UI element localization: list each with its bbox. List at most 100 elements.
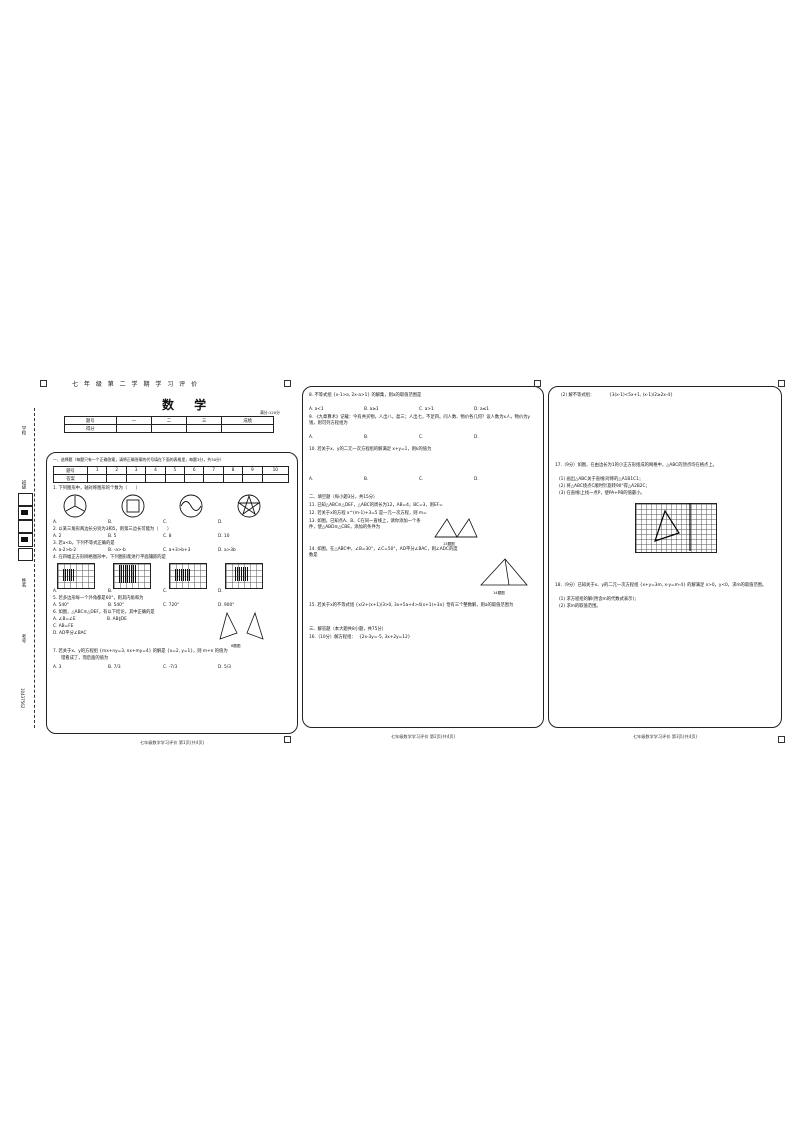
q6-option-c[interactable]: C. AB=FE xyxy=(53,624,74,629)
q4-shade-c xyxy=(175,569,191,581)
q4-shade-a xyxy=(63,569,75,581)
q4-option-b[interactable]: B. xyxy=(108,589,113,594)
q14-text: 14. 如图，在△ABC中，∠B=30°，∠C=50°，AD平分∠BAC，则∠A… xyxy=(309,547,458,558)
q3-text: 3. 若a<b，下列不等式正确的是 xyxy=(53,541,115,546)
q16-part2-text: (2) 解不等式组： xyxy=(561,393,595,398)
q7-options: A. 3 B. 7/3 C. -7/3 D. 5/3 xyxy=(53,665,273,670)
q4-option-c[interactable]: C. xyxy=(163,589,168,594)
corner-mark xyxy=(778,736,785,743)
q17-sub3: (3) 在直线l上找一点P，使PA+PB的值最小。 xyxy=(559,491,645,496)
q5-option-b[interactable]: B. 540° xyxy=(108,603,125,608)
q17-text: 17.（9分）如图，在由边长为1的小正方形组成的网格中，△ABC的顶点均在格点上… xyxy=(555,463,717,468)
q18-text: 18.（9分）已知关于x、y的二元一次方程组 {x+y=3m, x-y=m-4}… xyxy=(555,583,767,588)
q10-option-a[interactable]: A. xyxy=(309,477,314,482)
q1-option-c[interactable]: C. xyxy=(163,520,168,525)
page-2-panel: 8. 不等式组 {x-1>a, 2x-a>1} 的解集，则a的取值范围是 A. … xyxy=(302,386,544,739)
q9-text: 9. 《九章算术》记载：今有共买物，人出八，盈三；人出七，不足四。问人数、物价各… xyxy=(309,415,531,426)
q6-text: 6. 如图，△ABC≌△DEF，有以下结论，其中正确的是 xyxy=(53,610,155,615)
q4-shade-b xyxy=(119,565,137,583)
q14-figure-caption: 14题图 xyxy=(493,591,505,595)
section2-heading: 二、填空题（每小题3分，共15分） xyxy=(309,495,378,500)
q18-sub2: (2) 求m的取值范围。 xyxy=(559,604,601,609)
seat-box xyxy=(18,548,33,561)
q17-sub2: (2) 将△ABC绕点C顺时针旋转90°得△A2B2C； xyxy=(559,484,650,489)
q7-option-d[interactable]: D. 5/3 xyxy=(218,665,231,670)
q10-options: A. B. C. D. xyxy=(309,477,529,482)
q15-text: 15. 若关于x的不等式组 {x/2+(x+1)/3>0, 3x+5a+4>4(… xyxy=(309,603,514,608)
q16-part2-equation: {3(x-1)<5x+1, (x-1)/2≥2x-4} xyxy=(609,393,673,398)
q10-option-b[interactable]: B. xyxy=(364,477,369,482)
exam-number: 10437562 xyxy=(20,688,25,709)
q3-option-d[interactable]: D. a>3b xyxy=(218,548,236,553)
q4-options: A. B. C. D. xyxy=(53,589,273,594)
q10-option-d[interactable]: D. xyxy=(474,477,479,482)
q10-text: 10. 若关于x、y的二元一次方程组的解满足 x+y=1，则k的值为 xyxy=(309,447,432,452)
q17-triangle xyxy=(654,503,691,551)
q10-option-c[interactable]: C. xyxy=(419,477,424,482)
q5-text: 5. 若多边形每一个外角都是60°，则其内角和为 xyxy=(53,596,144,601)
q6-option-b[interactable]: B. AB∥DE xyxy=(107,617,127,622)
binding-label-class: 班级 xyxy=(21,480,26,489)
q7-option-b[interactable]: B. 7/3 xyxy=(108,665,121,670)
q8-option-b[interactable]: B. a≥1 xyxy=(364,407,379,412)
q13-figure xyxy=(434,518,478,538)
q3-option-a[interactable]: A. a-2>b-2 xyxy=(53,548,77,553)
q9-option-a[interactable]: A. xyxy=(309,435,314,440)
score-table: 题号 一 二 三 成绩 得分 xyxy=(64,416,274,433)
q5-option-d[interactable]: D. 900° xyxy=(218,603,235,608)
q2-option-b[interactable]: B. 5 xyxy=(108,534,117,539)
q1-text: 1. 下列图形中，轴对称图形的个数为（ ） xyxy=(53,486,141,491)
q2-option-c[interactable]: C. 8 xyxy=(163,534,172,539)
q5-options: A. 540° B. 540° C. 720° D. 900° xyxy=(53,603,273,608)
exam-title: 七 年 级 第 二 学 期 学 习 评 价 xyxy=(72,381,200,388)
q13-figure-caption: 13题图 xyxy=(443,542,455,546)
q18-sub1: (1) 求方程组的解(用含m的代数式表示)； xyxy=(559,597,639,602)
full-score: 满分:120分 xyxy=(260,410,280,415)
q6-option-d[interactable]: D. AD平分∠BAC xyxy=(53,631,87,636)
q2-option-a[interactable]: A. 2 xyxy=(53,534,62,539)
q17-sub1: (1) 画出△ABC关于直线l对称的△A1B1C1； xyxy=(559,477,644,482)
q3-option-b[interactable]: B. -a>-b xyxy=(108,548,126,553)
q1-options: A. B. C. D. xyxy=(53,520,273,525)
q1-option-a[interactable]: A. xyxy=(53,520,58,525)
q8-text: 8. 不等式组 {x-1>a, 2x-a>1} 的解集，则a的取值范围是 xyxy=(309,393,422,398)
q9-option-b[interactable]: B. xyxy=(364,435,369,440)
q1-figures xyxy=(63,494,261,518)
q9-option-c[interactable]: C. xyxy=(419,435,424,440)
q5-option-a[interactable]: A. 540° xyxy=(53,603,69,608)
seat-box xyxy=(18,493,33,506)
q6-figure-caption: 6题图 xyxy=(231,644,241,648)
corner-mark xyxy=(284,736,291,743)
q4-grid-a xyxy=(57,563,95,589)
binding-label-school: 学校 xyxy=(21,426,26,435)
q11-text: 11. 已知△ABC≌△DEF，△ABC的周长为12，AB=4，BC=3，则EF… xyxy=(309,503,443,508)
q6-option-a[interactable]: A. ∠B=∠E xyxy=(53,617,76,622)
q7-note: 错看成了，而后面的值为 xyxy=(61,656,109,661)
q13-text: 13. 如图，已知点A、B、C在同一直线上，请你添加一个条件，使△ABD≌△CB… xyxy=(309,519,421,530)
page-2-footer: 七年级数学学习评价 第2页(共4页) xyxy=(390,734,456,739)
q12-text: 12. 若关于x的方程 x^(m-1)+3=5 是一元一次方程，则 m= xyxy=(309,511,427,516)
seat-mark xyxy=(21,510,28,515)
q14-figure xyxy=(480,558,528,586)
q1-option-d[interactable]: D. xyxy=(218,520,223,525)
q4-option-a[interactable]: A. xyxy=(53,589,58,594)
q4-option-d[interactable]: D. xyxy=(218,589,223,594)
q2-option-d[interactable]: D. 10 xyxy=(218,534,230,539)
section1-heading: 一、选择题（每题只有一个正确答案，请将正确答案的代号填在下面的表格里，每题3分，… xyxy=(53,457,224,462)
q8-option-d[interactable]: D. a≤1 xyxy=(474,407,490,412)
q7-option-c[interactable]: C. -7/3 xyxy=(163,665,178,670)
q7-text: 7. 若关于x、y的方程组 {mx+ny=3, nx+my=4} 的解是 {x=… xyxy=(53,649,228,654)
q1-option-b[interactable]: B. xyxy=(108,520,113,525)
q3-option-c[interactable]: C. a+3>b+3 xyxy=(163,548,191,553)
q4-shade-d xyxy=(235,567,249,581)
q7-option-a[interactable]: A. 3 xyxy=(53,665,62,670)
q2-options: A. 2 B. 5 C. 8 D. 10 xyxy=(53,534,273,539)
section3-heading: 三、解答题（本大题共8小题，共75分） xyxy=(309,627,386,632)
exam-sheet: 学校 班级 姓名 考号 10437562 七 年 级 第 二 学 期 学 习 评… xyxy=(12,378,785,748)
q4-text: 4. 在四幅正方形网格图形中，下列图形能进行平面镶嵌的是 xyxy=(53,555,166,560)
q9-option-d[interactable]: D. xyxy=(474,435,479,440)
q8-option-c[interactable]: C. a>1 xyxy=(419,407,434,412)
q5-option-c[interactable]: C. 720° xyxy=(163,603,180,608)
q8-option-a[interactable]: A. a<1 xyxy=(309,407,324,412)
corner-mark xyxy=(284,380,291,387)
